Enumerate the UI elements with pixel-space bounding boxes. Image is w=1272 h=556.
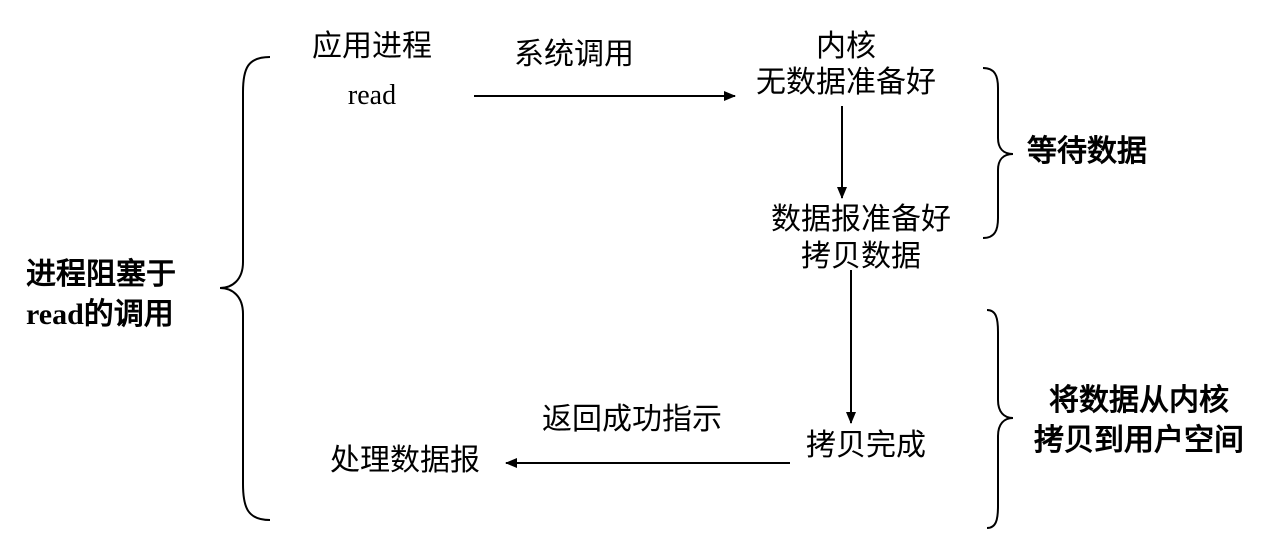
process-datagram-label: 处理数据报: [330, 443, 480, 478]
syscall-label: 系统调用: [514, 37, 634, 72]
copy-data-label: 拷贝数据: [801, 239, 921, 274]
copy-done-label: 拷贝完成: [806, 428, 926, 463]
blocked-label-line1: 进程阻塞于: [26, 257, 176, 292]
wait-data-brace: [982, 67, 1014, 239]
kernel-title: 内核: [816, 29, 876, 64]
blocked-brace: [219, 56, 271, 521]
wait-data-phase-label: 等待数据: [1027, 134, 1147, 169]
no-data-ready-label: 无数据准备好: [756, 65, 936, 100]
blocked-read-word: read: [26, 298, 84, 331]
blocked-call-suffix: 的调用: [83, 297, 174, 332]
copy-phase-label-line1: 将数据从内核: [1049, 383, 1229, 418]
app-process-title: 应用进程: [312, 29, 432, 64]
datagram-ready-label: 数据报准备好: [771, 202, 951, 237]
read-call-label: read: [347, 80, 397, 111]
return-success-label: 返回成功指示: [542, 402, 722, 437]
blocked-label-line2: read的调用: [26, 300, 174, 330]
copy-phase-label-line2: 拷贝到用户空间: [1034, 423, 1244, 458]
copy-phase-brace: [986, 309, 1014, 529]
